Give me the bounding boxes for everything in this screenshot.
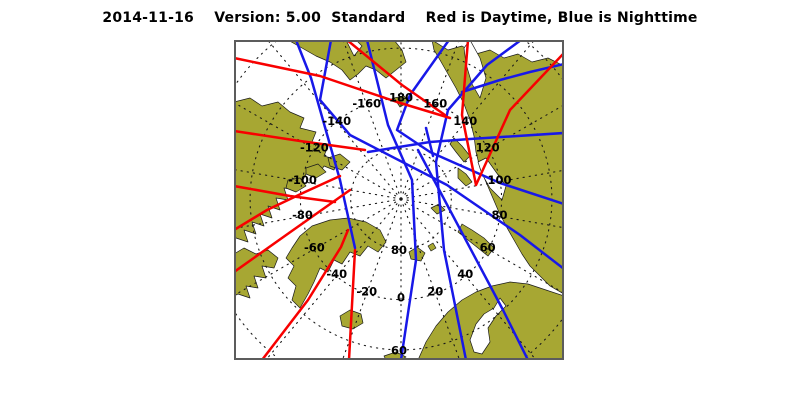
coastline-landmass bbox=[457, 167, 473, 187]
meridian-line bbox=[400, 169, 563, 200]
polar-map: 180 -160 160 -140 140 -120 120 -100 100 -80 80 -60 6… bbox=[234, 40, 564, 360]
meridian-line bbox=[342, 198, 402, 359]
coastline-landmass bbox=[285, 177, 307, 193]
longitude-label: 40 bbox=[457, 267, 473, 281]
meridian-line bbox=[267, 41, 402, 200]
coastline-landmass bbox=[285, 217, 387, 309]
nighttime-track bbox=[424, 126, 435, 158]
meridian-line bbox=[400, 41, 535, 200]
nighttime-track bbox=[395, 41, 563, 205]
grid-labels: 180 -160 160 -140 140 -120 120 -100 100 -80 80 -60 6… bbox=[288, 91, 511, 358]
longitude-label: -20 bbox=[356, 284, 377, 298]
daytime-track bbox=[460, 41, 563, 187]
longitude-label: -60 bbox=[304, 241, 325, 255]
daytime-track bbox=[235, 129, 367, 152]
longitude-label: 140 bbox=[453, 114, 477, 128]
daytime-track bbox=[346, 41, 447, 117]
daytime-track bbox=[235, 56, 452, 120]
meridian-line bbox=[400, 41, 460, 200]
meridian-line bbox=[400, 198, 563, 294]
longitude-label: 0 bbox=[397, 291, 405, 305]
longitude-label: 180 bbox=[389, 91, 413, 105]
meridian-line bbox=[400, 198, 536, 359]
meridian-line bbox=[235, 198, 402, 229]
longitude-label: 60 bbox=[480, 241, 496, 255]
daytime-track bbox=[261, 228, 350, 359]
latitude-label: 60 bbox=[391, 343, 407, 357]
meridian-line bbox=[342, 41, 402, 200]
plot-title: 2014-11-16 Version: 5.00 Standard Red is… bbox=[102, 10, 698, 26]
coastline-sea-inlet bbox=[463, 41, 487, 99]
coastline-sea-inlet bbox=[469, 297, 507, 355]
daytime-track bbox=[235, 184, 337, 204]
daytime-track bbox=[347, 248, 357, 359]
coastline-landmass bbox=[289, 41, 407, 81]
nighttime-track bbox=[434, 41, 522, 359]
longitude-label: -140 bbox=[322, 114, 351, 128]
longitude-label: 80 bbox=[491, 208, 507, 222]
latitude-label: 80 bbox=[391, 243, 407, 257]
polar-map-frame: 180 -160 160 -140 140 -120 120 -100 100 -80 80 -60 6… bbox=[234, 40, 564, 360]
daytime-track bbox=[235, 174, 342, 231]
meridian-line bbox=[400, 104, 563, 200]
daytime-track bbox=[235, 188, 352, 273]
nighttime-track bbox=[416, 148, 529, 359]
longitude-label: 20 bbox=[427, 284, 443, 298]
longitude-label: -160 bbox=[352, 97, 381, 111]
longitude-label: 120 bbox=[476, 141, 500, 155]
nighttime-track bbox=[295, 41, 357, 250]
longitude-label: -100 bbox=[288, 173, 317, 187]
longitude-label: 160 bbox=[423, 97, 447, 111]
nighttime-track bbox=[318, 41, 563, 270]
meridian-line bbox=[235, 169, 402, 200]
coastline-landmass bbox=[449, 137, 471, 163]
parallel-circle bbox=[299, 97, 503, 301]
meridian-line bbox=[400, 198, 563, 229]
meridian-line bbox=[266, 198, 402, 359]
coastline-sea-inlet bbox=[346, 41, 363, 57]
coastline-landmass bbox=[457, 223, 495, 257]
nighttime-track bbox=[460, 62, 563, 94]
nighttime-track bbox=[366, 131, 563, 154]
map-border bbox=[234, 40, 564, 360]
longitude-label: -40 bbox=[326, 267, 347, 281]
longitude-label: 100 bbox=[487, 173, 511, 187]
coastline-landmass bbox=[305, 163, 327, 179]
coastline-landmass bbox=[427, 242, 437, 252]
meridian-line bbox=[235, 102, 402, 200]
map-layers: 180 -160 160 -140 140 -120 120 -100 100 -80 80 -60 6… bbox=[235, 41, 563, 359]
meridian-line bbox=[235, 198, 402, 296]
longitude-label: -120 bbox=[300, 141, 329, 155]
longitude-label: -80 bbox=[292, 208, 313, 222]
